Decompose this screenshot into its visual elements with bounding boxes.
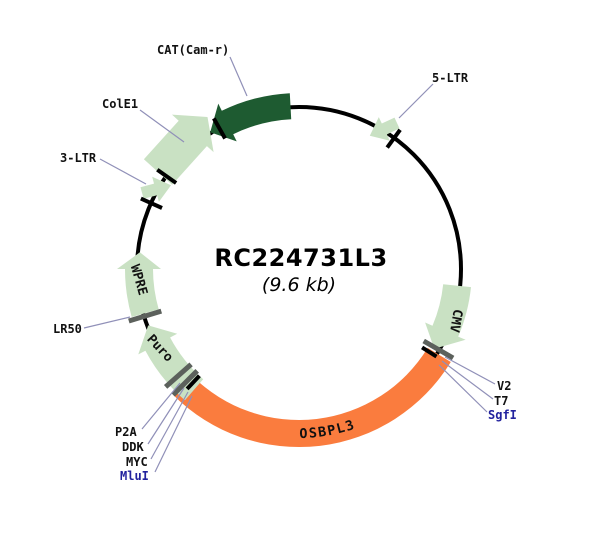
label-ddk: DDK	[122, 440, 144, 454]
leader-p2a	[141, 382, 181, 430]
leader-mlui	[154, 395, 193, 473]
plasmid-name: RC224731L3	[214, 244, 387, 272]
junction-tick-cole1-3ltr	[156, 168, 178, 185]
label-mlui: MluI	[120, 469, 149, 483]
plasmid-size: (9.6 kb)	[262, 274, 336, 296]
label-3ltr: 3-LTR	[60, 151, 97, 165]
label-v2: V2	[497, 379, 511, 393]
label-cat: CAT(Cam-r)	[157, 43, 229, 57]
leader-myc	[150, 391, 189, 460]
label-t7: T7	[494, 394, 508, 408]
separator-cmv-orf	[422, 338, 455, 361]
leader-t7	[441, 360, 494, 400]
feature-wpre-arrow	[117, 252, 161, 317]
feature-cat-arrow	[210, 93, 292, 142]
label-sgfi: SgfI	[488, 408, 517, 422]
leader-sgfi	[438, 364, 488, 413]
feature-5ltr-arrow	[369, 117, 400, 141]
junction-tick-orf-start	[421, 345, 438, 359]
junction-tick-cat-cole1	[212, 117, 227, 140]
label-myc: MYC	[126, 455, 148, 469]
label-5ltr: 5-LTR	[432, 71, 469, 85]
junction-tick-5ltr	[385, 128, 402, 149]
separator-p2a-tags-1	[171, 369, 199, 397]
feature-cole1-arrow	[143, 114, 214, 185]
leader-3ltr	[99, 158, 147, 185]
feature-osbpl3-orf	[173, 347, 451, 448]
leader-cat	[229, 56, 248, 97]
leader-cole1	[139, 109, 185, 143]
separator-p2a-tags-2	[163, 362, 193, 389]
leader-5ltr	[398, 83, 434, 119]
separator-lr50	[128, 308, 163, 324]
label-cmv: CMV	[446, 308, 465, 334]
junction-tick-orf-end	[185, 374, 201, 391]
leader-lr50	[83, 316, 131, 329]
leader-ddk	[147, 387, 185, 445]
label-p2a: P2A	[115, 425, 137, 439]
feature-3ltr-arrow	[140, 176, 171, 202]
label-lr50: LR50	[53, 322, 82, 336]
label-cole1: ColE1	[102, 97, 138, 111]
leader-v2	[444, 356, 496, 385]
feature-cmv-arrow	[425, 284, 471, 349]
junction-tick-3ltr	[140, 196, 163, 210]
